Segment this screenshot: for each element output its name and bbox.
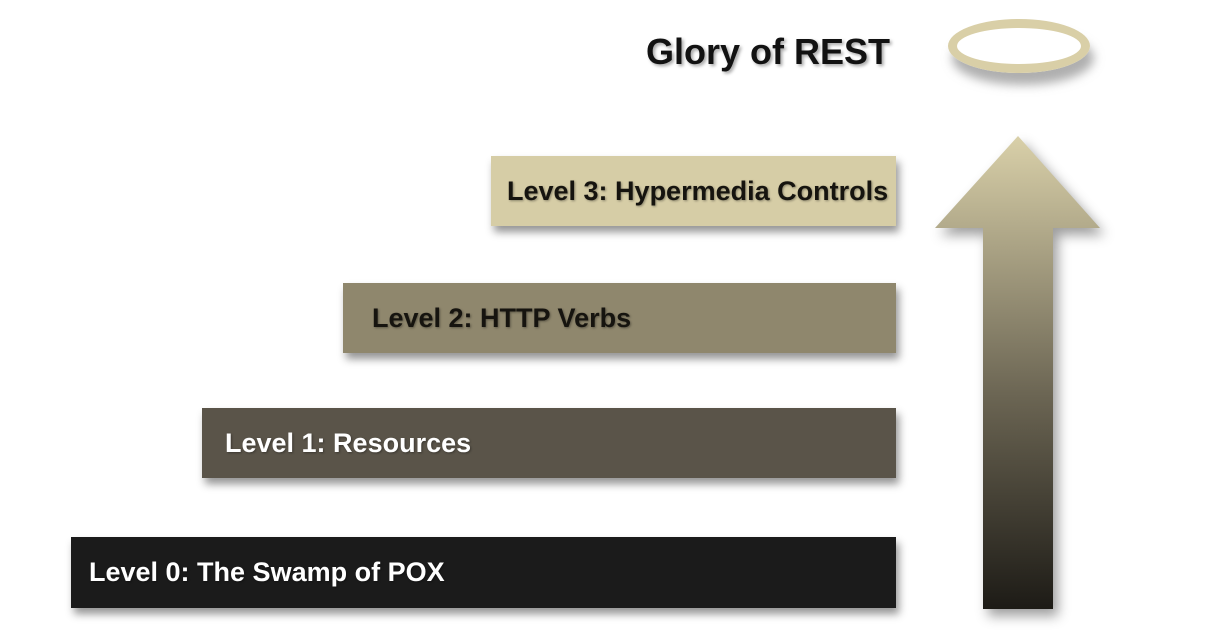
level-0-bar: Level 0: The Swamp of POX [71, 537, 896, 608]
diagram-title: Glory of REST [646, 31, 891, 72]
arrow-shape [935, 136, 1100, 609]
arrow-up-icon [925, 126, 1115, 621]
level-2-bar: Level 2: HTTP Verbs [343, 283, 896, 353]
level-3-bar: Level 3: Hypermedia Controls [491, 156, 896, 226]
level-0-label: Level 0: The Swamp of POX [89, 557, 445, 587]
level-1-label: Level 1: Resources [225, 427, 472, 458]
level-2-label: Level 2: HTTP Verbs [372, 302, 632, 333]
halo-icon [948, 19, 1090, 73]
level-1-bar: Level 1: Resources [202, 408, 896, 478]
level-3-label: Level 3: Hypermedia Controls [507, 175, 889, 206]
